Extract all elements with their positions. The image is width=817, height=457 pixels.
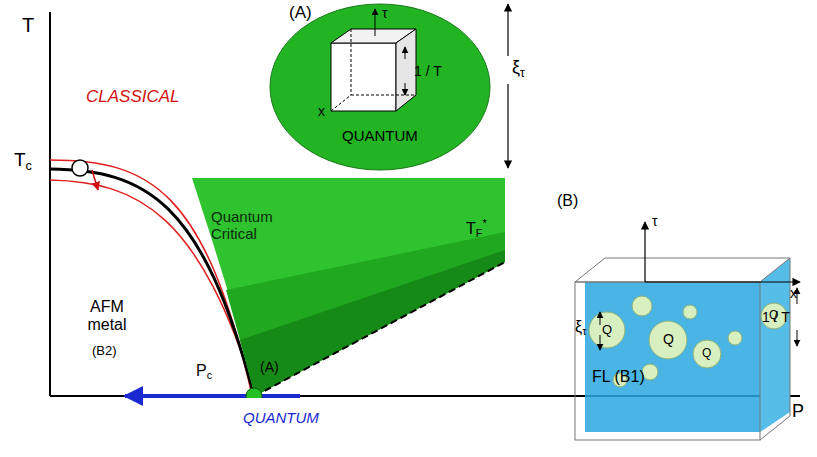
xi-arrow	[507, 150, 508, 168]
axis-label: τ	[652, 214, 658, 229]
region-label: FL (B1)	[592, 368, 645, 386]
tau-axis	[644, 222, 645, 282]
panel-label: (A)	[289, 4, 312, 23]
axis-label: τ	[382, 6, 388, 21]
q-bubbles	[589, 296, 787, 387]
xi-arrow	[507, 4, 508, 20]
t-axis	[49, 12, 51, 396]
bubble-label: Q	[602, 323, 612, 337]
xi-arrow	[600, 312, 601, 325]
quantum-region: QUANTUM	[269, 3, 491, 171]
region-label: AFM metal	[72, 298, 142, 333]
region-label: QUANTUM	[243, 410, 319, 427]
bubble-label: Q	[769, 309, 778, 322]
axis-label: x	[318, 104, 325, 119]
quantum-arrow	[125, 394, 300, 398]
quantum-critical-region: Quantum Critical	[185, 176, 505, 398]
scale-label: TF*	[466, 218, 487, 240]
region-label: CLASSICAL	[86, 88, 180, 107]
axis-value: Tc	[14, 150, 32, 173]
axis-label: x	[790, 286, 797, 301]
axis-value: Pc	[196, 362, 212, 382]
slab	[585, 282, 760, 432]
panel-label: (B)	[557, 192, 578, 210]
period-arrow	[797, 330, 798, 346]
bubble-label: Q	[663, 332, 674, 347]
region-label: QUANTUM	[342, 127, 418, 144]
slab-side	[760, 258, 790, 432]
dimension: ξτ	[512, 58, 525, 80]
axis-label: T	[22, 14, 34, 36]
xi-arrow	[600, 335, 601, 350]
dimension: ξτ	[575, 318, 586, 338]
critical-point	[72, 160, 88, 176]
region-shape	[269, 3, 491, 171]
classical-arrow	[92, 170, 98, 190]
dimension: 1 / T	[414, 64, 442, 79]
region-label: Quantum Critical	[211, 208, 307, 243]
callout: (A)	[260, 360, 279, 375]
bubble-label: Q	[702, 347, 711, 360]
x-axis	[645, 281, 800, 282]
callout: (B2)	[92, 344, 117, 358]
axis-label: P	[792, 402, 804, 422]
box-outline	[575, 258, 790, 440]
